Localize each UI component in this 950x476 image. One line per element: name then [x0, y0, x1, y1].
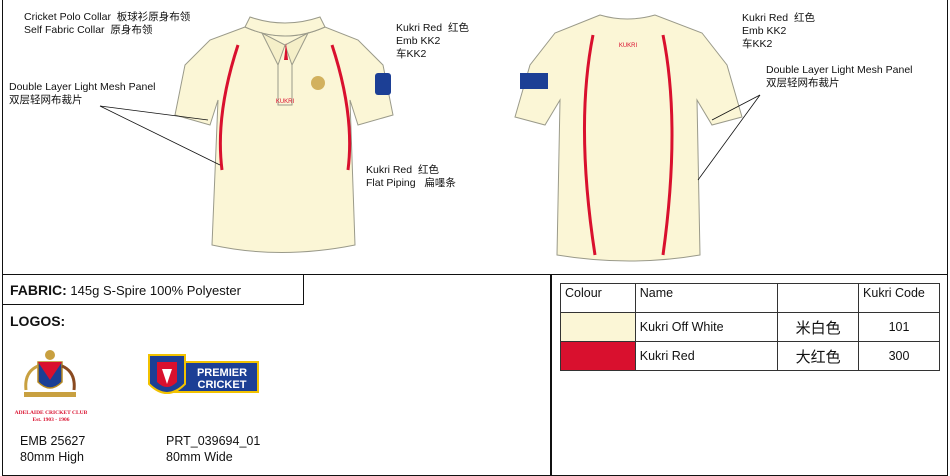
- club-name-text: ADELAIDE CRICKET CLUB Est. 1903 - 1906: [10, 410, 92, 424]
- swatch-off-white: [560, 312, 636, 342]
- mesh-right-cn: 双层轻网布裁片: [766, 77, 840, 89]
- self-cn: 原身布领: [110, 24, 153, 36]
- piping-note: Kukri Red 红色 Flat Piping 扁嚜条: [366, 164, 456, 190]
- piping-l2: Flat Piping: [366, 177, 416, 189]
- back-brand-text: KUKRI: [619, 43, 638, 49]
- club-code: EMB 25627: [20, 434, 86, 448]
- colour-cn: 米白色: [777, 312, 860, 342]
- header-name: Name: [634, 283, 779, 313]
- header-cn: [777, 283, 860, 313]
- emb-right-l3: 车KK2: [742, 38, 773, 50]
- fabric-line: FABRIC: 145g S-Spire 100% Polyester: [10, 282, 241, 298]
- mesh-right-en: Double Layer Light Mesh Panel: [766, 64, 913, 76]
- mesh-right-note: Double Layer Light Mesh Panel 双层轻网布裁片: [766, 64, 913, 90]
- emb-right-l1: Kukri Red: [742, 12, 789, 24]
- piping-l2-cn: 扁嚜条: [424, 177, 456, 189]
- self-en: Self Fabric Collar: [24, 24, 105, 36]
- emb-left-l3: 车KK2: [396, 48, 427, 60]
- colour-code: 300: [858, 341, 940, 371]
- colour-table-header: Colour Name Kukri Code: [560, 283, 940, 313]
- premier-top-text: PREMIER: [197, 367, 247, 379]
- emb-right-l2: Emb KK2: [742, 25, 787, 37]
- piping-l1: Kukri Red: [366, 164, 413, 176]
- colour-row-red: Kukri Red 大红色 300: [560, 341, 940, 371]
- mesh-left-cn: 双层轻网布裁片: [9, 94, 83, 106]
- fabric-label: FABRIC:: [10, 282, 67, 298]
- club-logo-caption: EMB 25627 80mm High: [20, 433, 85, 465]
- piping-l1-cn: 红色: [417, 164, 439, 176]
- premier-logo-caption: PRT_039694_01 80mm Wide: [166, 433, 260, 465]
- premier-cricket-logo: PREMIER CRICKET: [148, 354, 259, 394]
- header-code: Kukri Code: [858, 283, 940, 313]
- colour-cn: 大红色: [777, 341, 860, 371]
- club-size: 80mm High: [20, 450, 84, 464]
- club-line1: ADELAIDE CRICKET CLUB: [14, 410, 88, 416]
- front-shirt-drawing: KUKRI: [174, 16, 394, 253]
- colour-table: Colour Name Kukri Code Kukri Off White 米…: [560, 283, 940, 371]
- emb-right-note: Kukri Red 红色 Emb KK2 车KK2: [742, 12, 815, 51]
- fabric-box: [2, 274, 304, 305]
- emb-right-l1-cn: 红色: [793, 12, 815, 24]
- collar-note: Cricket Polo Collar 板球衫原身布领 Self Fabric …: [24, 11, 190, 37]
- mesh-left-en: Double Layer Light Mesh Panel: [9, 81, 156, 93]
- header-colour: Colour: [560, 283, 636, 313]
- collar-cn: 板球衫原身布领: [116, 11, 191, 23]
- premier-size: 80mm Wide: [166, 450, 233, 464]
- emb-left-l1-cn: 红色: [447, 22, 469, 34]
- pointer-lines: [99, 94, 761, 181]
- colour-name: Kukri Red: [634, 341, 779, 371]
- emb-left-note: Kukri Red 红色 Emb KK2 车KK2: [396, 22, 469, 61]
- premier-code: PRT_039694_01: [166, 434, 261, 448]
- collar-en: Cricket Polo Collar: [24, 11, 111, 23]
- emb-left-l1: Kukri Red: [396, 22, 443, 34]
- back-shirt-drawing: KUKRI: [514, 14, 743, 262]
- club-line2: Est. 1903 - 1906: [32, 417, 70, 423]
- colour-row-off-white: Kukri Off White 米白色 101: [560, 312, 940, 342]
- colour-name: Kukri Off White: [634, 312, 779, 342]
- club-crest-logo: [24, 350, 76, 397]
- swatch-red: [560, 341, 636, 371]
- fabric-value: 145g S-Spire 100% Polyester: [70, 283, 241, 298]
- emb-left-l2: Emb KK2: [396, 35, 441, 47]
- premier-bottom-text: CRICKET: [198, 379, 247, 391]
- mesh-left-note: Double Layer Light Mesh Panel 双层轻网布裁片: [9, 81, 156, 107]
- colour-code: 101: [858, 312, 940, 342]
- front-brand-text: KUKRI: [276, 99, 295, 105]
- logos-heading: LOGOS:: [10, 313, 66, 329]
